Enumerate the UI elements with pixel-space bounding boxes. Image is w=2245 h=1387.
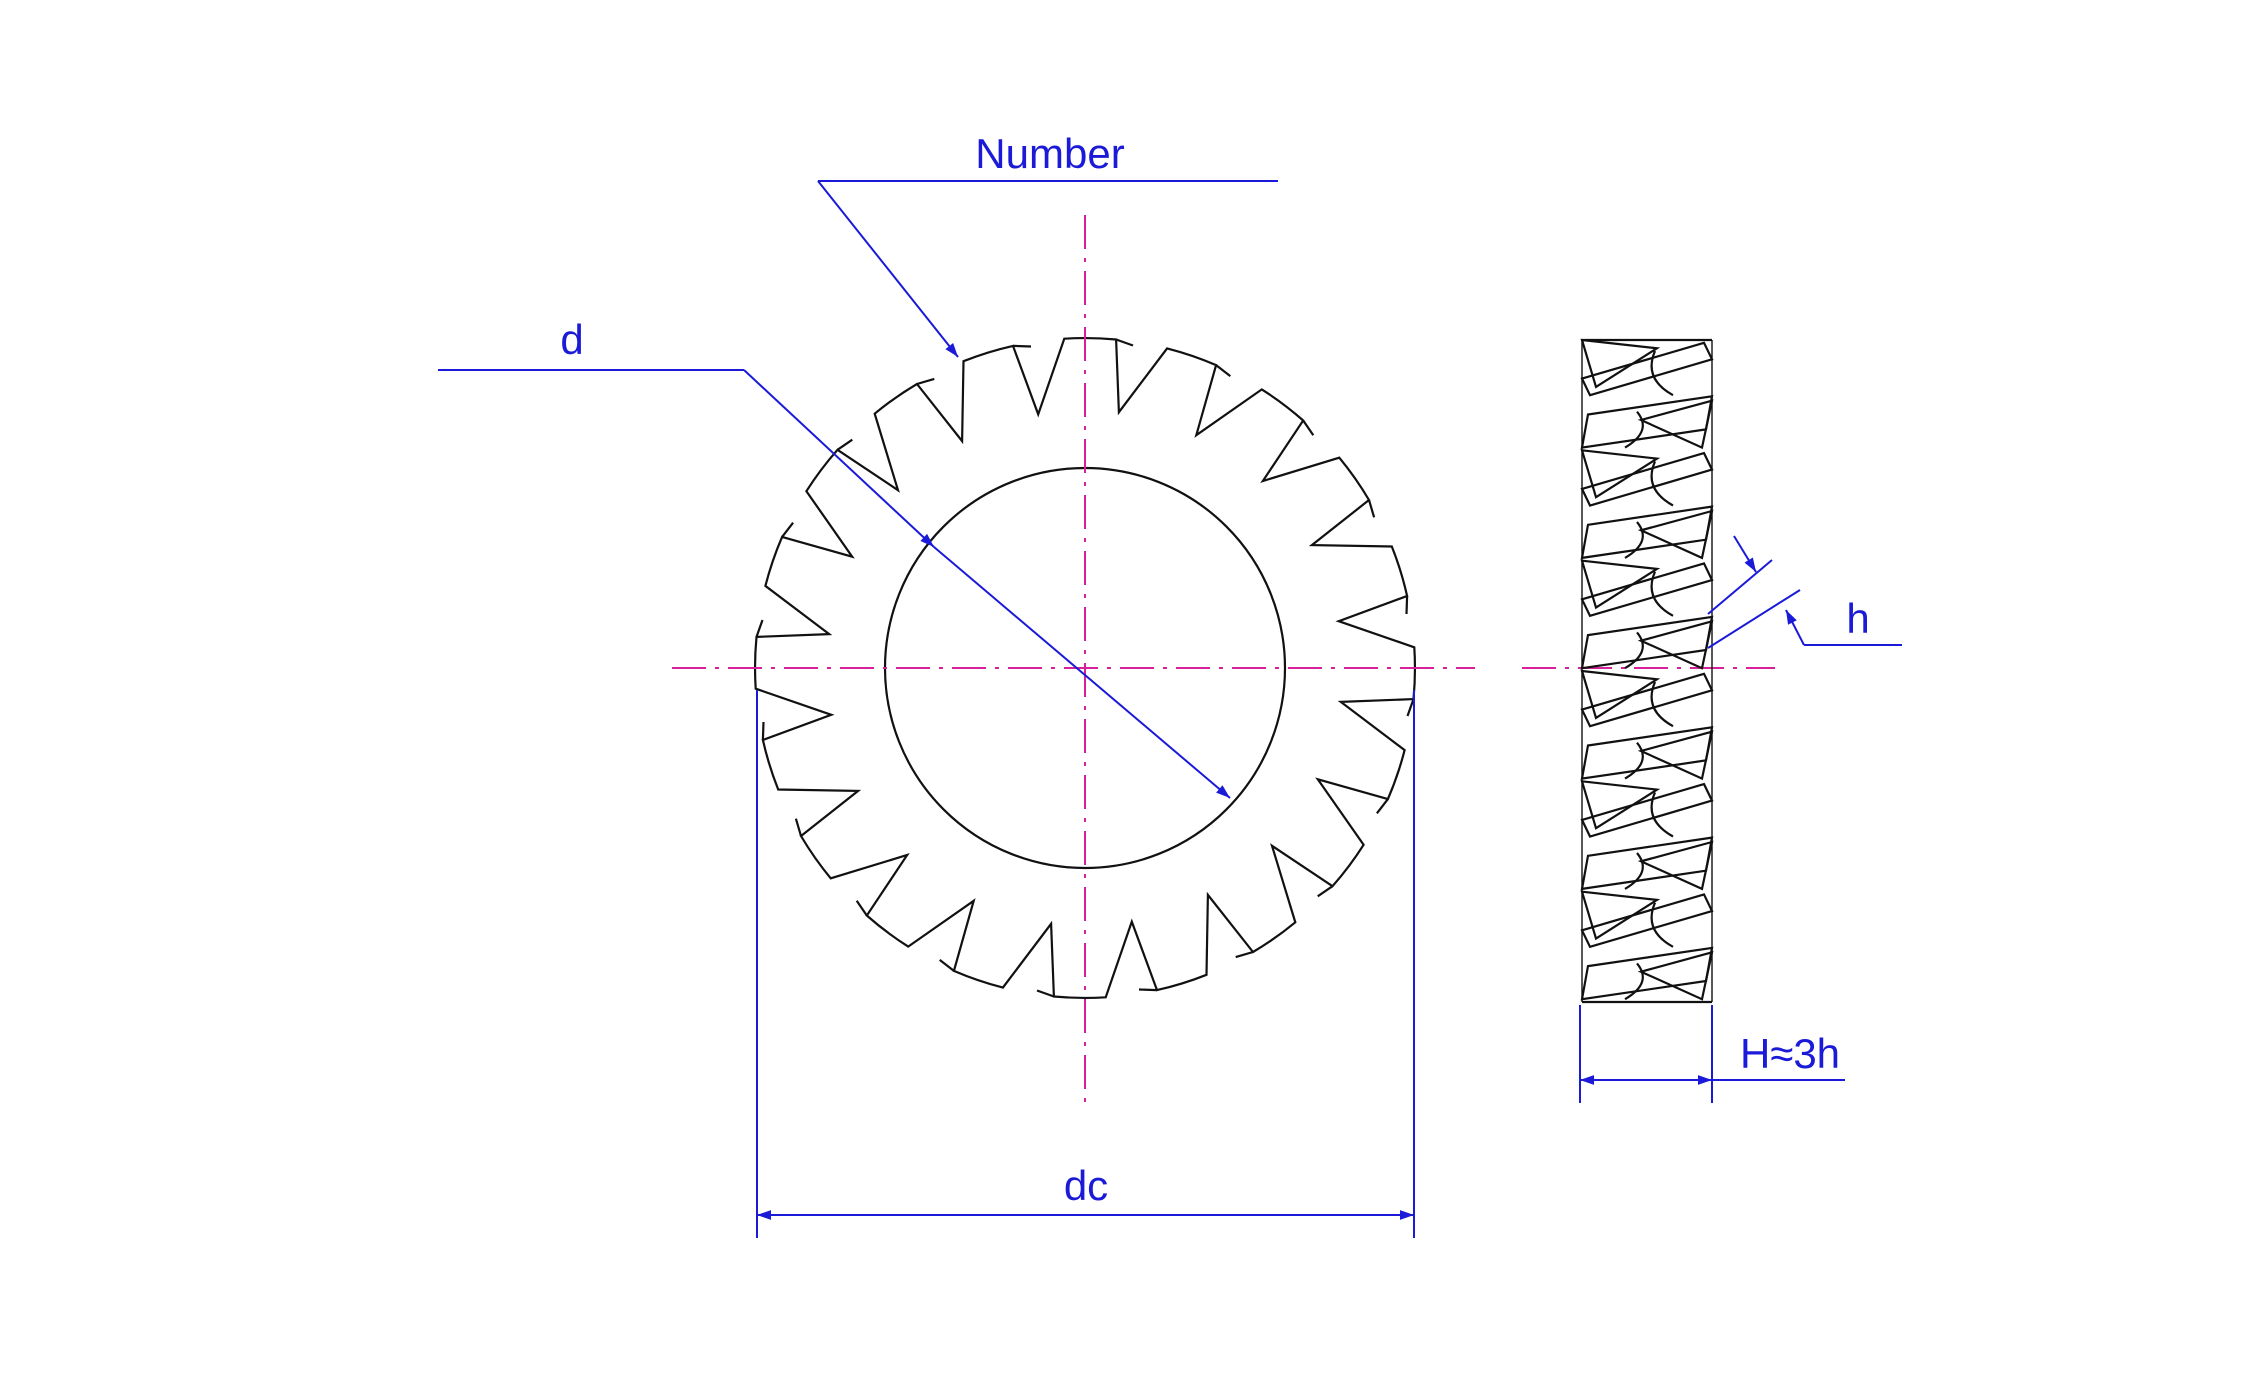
side-twist-curve [1624,521,1644,559]
h-arrow-upper [1733,535,1757,573]
washer-teeth [753,336,1417,1000]
tooth-twist-line [855,900,868,917]
tooth-twist-line [1405,595,1409,615]
side-twist-curve [1624,741,1644,780]
tooth-twist-line [1012,344,1032,348]
tooth-twist-line [836,438,853,451]
side-twist-curve [1650,571,1674,617]
side-twist-curve [1624,631,1644,670]
side-tooth-face [1580,559,1661,610]
tooth-twist-line [1115,338,1134,347]
h-label: h [1846,595,1869,642]
d-label: d [560,316,583,363]
h-arrow-lower [1785,609,1805,646]
d-leader-diagonal [743,369,935,548]
side-tooth-band [1580,893,1714,949]
H-label: H≈3h [1740,1030,1840,1077]
side-tooth-face [1637,950,1714,1001]
number-label: Number [975,130,1124,177]
dimensions-side [1579,535,1902,1103]
tooth-twist-line [1367,499,1376,518]
side-tooth-face [1580,890,1661,941]
side-tooth-band [1580,451,1714,507]
side-tooth-band [1580,562,1714,618]
tooth-twist-line [1317,885,1334,898]
tooth-twist-line [755,619,764,638]
dc-label: dc [1064,1162,1108,1209]
side-twist-curve [1624,962,1644,1001]
side-twist-curve [1650,350,1674,397]
side-tooth-face [1580,338,1661,389]
tooth-twist-line [794,818,803,837]
d-dimension-line [933,546,1231,799]
side-twist-curve [1650,791,1674,838]
side-view [1580,338,1714,1004]
tooth-twist-line [1235,950,1254,959]
tooth-twist-line [781,522,794,538]
washer-outer-serration [753,336,1417,1000]
dimensions-front [438,180,1415,1238]
side-twist-curve [1650,902,1674,948]
tooth-twist-line [916,377,935,386]
center-lines [672,215,1775,1105]
tooth-twist-line [1138,988,1158,992]
tooth-twist-line [939,959,955,972]
tooth-twist-line [1302,419,1315,436]
side-tooth-face [1637,399,1714,450]
tooth-twist-line [761,721,765,741]
side-tooth-face [1580,669,1661,720]
tooth-twist-line [1036,989,1055,998]
tooth-twist-line [1215,364,1231,377]
side-twist-curve [1650,681,1674,728]
tooth-twist-line [1406,698,1415,717]
side-tooth-face [1637,509,1714,560]
h-extension-top [1707,559,1773,615]
side-tooth-band [1580,341,1714,397]
side-tooth-band [1580,672,1714,728]
number-leader-arrow [817,180,959,358]
side-tooth-face [1637,730,1714,781]
side-tooth-face [1637,619,1714,670]
side-twist-curve [1624,410,1644,449]
h-extension-bottom [1707,589,1801,649]
side-tooth-face [1580,449,1661,499]
side-tooth-face [1637,840,1714,891]
side-tooth-band [1580,782,1714,838]
tooth-twist-line [1376,798,1389,814]
side-twist-curve [1624,852,1644,890]
side-tooth-face [1580,780,1661,830]
side-twist-curve [1650,460,1674,507]
